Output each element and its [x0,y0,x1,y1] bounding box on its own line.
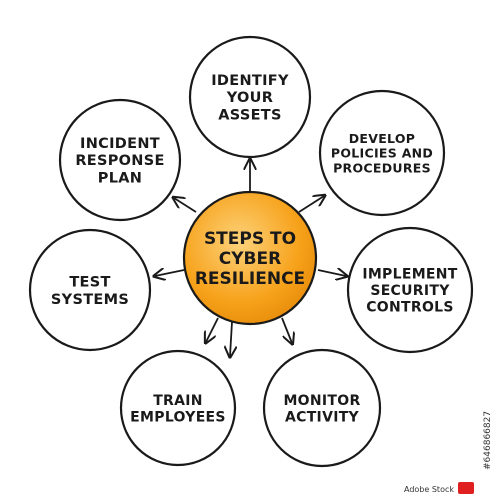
arrow-4 [281,317,292,343]
node-circle [58,98,182,222]
arrow-7 [174,198,197,213]
center-line-2: CYBER [219,249,281,269]
node-circle [28,228,152,352]
node-label-line: POLICIES AND [331,146,433,161]
node-label-line: PROCEDURES [333,160,431,175]
node-label-line: PLAN [98,170,142,186]
node-label-line: CONTROLS [366,300,454,316]
adobe-logo-icon [458,482,474,494]
node-label-line: INCIDENT [80,136,160,152]
node-label-line: TRAIN [153,393,203,409]
arrow-5 [206,317,219,342]
arrow-3 [317,270,346,276]
arrow-8 [230,321,232,356]
node-circle [262,348,382,468]
node-circle [346,226,474,354]
node-label-line: ACTIVITY [285,409,360,425]
stock-brand: Adobe Stock [404,485,454,494]
node-circle [188,35,312,159]
stock-id-watermark: #646866827 [483,411,493,470]
node-label-line: ASSETS [218,107,282,123]
node-label-line: IDENTIFY [211,73,289,89]
node-label-line: DEVELOP [349,131,416,146]
node-label-line: MONITOR [283,393,360,409]
stock-badge: Adobe Stock [404,482,474,494]
arrows-layer [155,160,346,356]
node-label-line: SYSTEMS [51,292,129,308]
node-label-line: IMPLEMENT [362,267,457,283]
node-label-line: YOUR [226,90,273,106]
center-line-1: STEPS TO [204,229,296,249]
node-label-line: EMPLOYEES [130,409,226,425]
center-node: STEPS TO CYBER RESILIENCE [182,190,318,326]
node-label-line: TEST [69,275,110,291]
center-line-3: RESILIENCE [195,269,305,289]
node-circle [119,349,237,467]
node-label-line: SECURITY [370,283,450,299]
arrow-2 [298,196,324,213]
node-label-line: RESPONSE [75,153,164,169]
node-circle [318,89,446,217]
arrow-6 [155,270,185,276]
center-circle [182,190,318,326]
